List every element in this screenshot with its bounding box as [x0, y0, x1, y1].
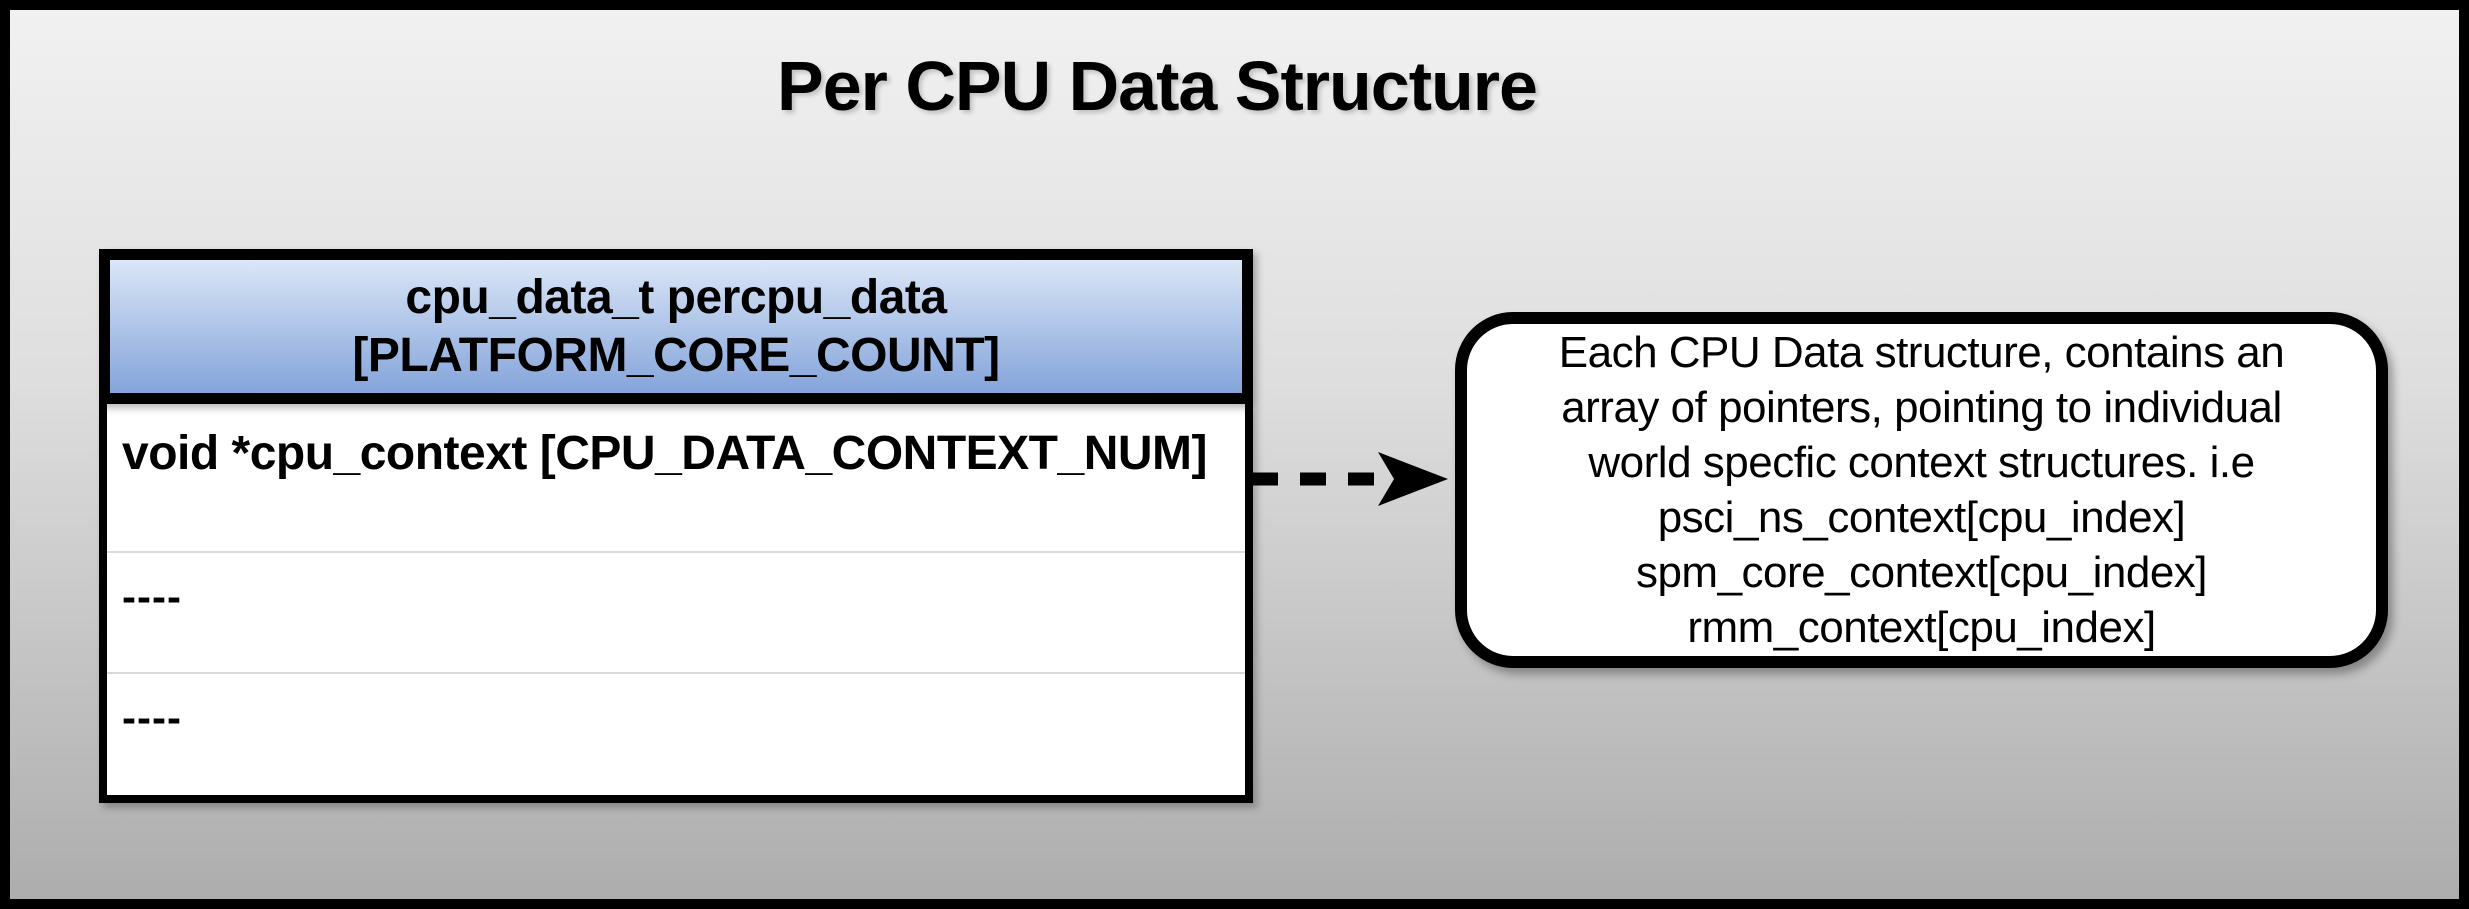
struct-table-body: void *cpu_context [CPU_DATA_CONTEXT_NUM]… [99, 404, 1253, 803]
note-line: array of pointers, pointing to individua… [1561, 383, 2282, 432]
table-row: ---- [107, 553, 1245, 674]
annotation-note: Each CPU Data structure, contains an arr… [1455, 312, 2388, 668]
note-line: psci_ns_context[cpu_index] [1657, 493, 2186, 542]
diagram-title: Per CPU Data Structure [777, 47, 1538, 125]
dashed-arrow-icon [1252, 452, 1448, 506]
struct-header-line2: [PLATFORM_CORE_COUNT] [352, 328, 1000, 382]
table-row: ---- [122, 694, 182, 741]
struct-table-header: cpu_data_t percpu_data [PLATFORM_CORE_CO… [99, 249, 1253, 404]
note-line: spm_core_context[cpu_index] [1635, 548, 2208, 597]
table-row: void *cpu_context [CPU_DATA_CONTEXT_NUM] [107, 404, 1245, 553]
note-line: rmm_context[cpu_index] [1687, 603, 2156, 652]
note-line: world specfic context structures. i.e [1588, 438, 2255, 487]
note-line: Each CPU Data structure, contains an [1558, 328, 2285, 377]
cpu-data-struct-table: cpu_data_t percpu_data [PLATFORM_CORE_CO… [99, 249, 1253, 803]
struct-header-line1: cpu_data_t percpu_data [405, 270, 947, 324]
